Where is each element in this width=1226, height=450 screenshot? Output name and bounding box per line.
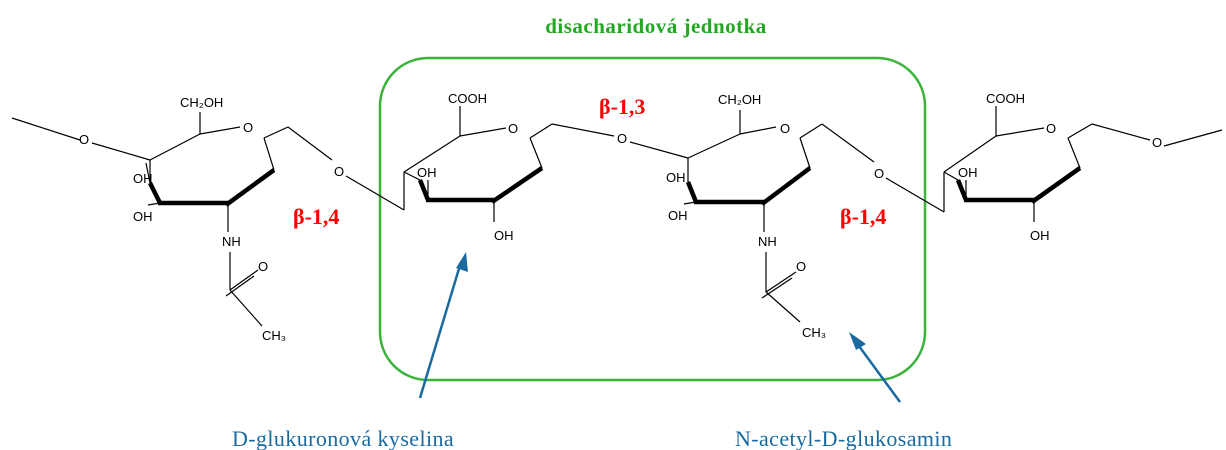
linkage-label-right: β-1,4 xyxy=(840,204,886,229)
ring-1-ring-oxygen: O xyxy=(243,120,253,135)
ring-2-cooh: COOH xyxy=(448,91,487,106)
ring-3-glucosamine: O CH₂OH OH OH NH O CH₃ xyxy=(666,92,875,340)
caption-glucuronic-acid: D-glukuronová kyselina xyxy=(232,426,454,450)
ring-1-glucosamine: O O CH₂OH OH OH NH O CH₃ xyxy=(11,95,333,343)
ring-3-oh-upper: OH xyxy=(666,170,686,185)
ring-4-glucuronic-acid: O COOH OH OH O xyxy=(943,91,1223,243)
caption-glucosamine: N-acetyl-D-glukosamin xyxy=(735,426,952,450)
linkage-label-left: β-1,4 xyxy=(293,204,339,229)
linkage-label-middle: β-1,3 xyxy=(599,94,645,119)
ring-4-ring-oxygen: O xyxy=(1046,121,1056,136)
ring-3-ch2oh: CH₂OH xyxy=(718,92,761,107)
ring-3-nh: NH xyxy=(758,234,777,249)
ring-1-nh: NH xyxy=(222,234,241,249)
ring-3-carbonyl-oxygen: O xyxy=(796,259,806,274)
linkage-oxygen-1: O xyxy=(334,164,344,179)
ring-2-oh-upper: OH xyxy=(417,165,437,180)
arrow-to-glucuronic-acid xyxy=(418,252,468,399)
ring-2-glucuronic-acid: O COOH OH OH xyxy=(403,91,615,243)
ring-1-glycosidic-oxygen: O xyxy=(79,132,89,147)
ring-1-ch3: CH₃ xyxy=(262,328,286,343)
ring-4-chain-oxygen: O xyxy=(1152,135,1162,150)
ring-3-ring-oxygen: O xyxy=(780,121,790,136)
arrow-to-glucosamine xyxy=(849,332,902,403)
ring-2-oh-lower: OH xyxy=(494,228,514,243)
ring-4-oh-lower: OH xyxy=(1030,228,1050,243)
ring-1-ch2oh: CH₂OH xyxy=(180,95,223,110)
ring-2-ring-oxygen: O xyxy=(508,121,518,136)
ring-1-oh-upper: OH xyxy=(133,171,153,186)
linkage-oxygen-3: O xyxy=(874,166,884,181)
ring-3-ch3: CH₃ xyxy=(802,325,826,340)
disaccharide-unit-title: disacharidová jednotka xyxy=(545,14,767,38)
disaccharide-unit-frame xyxy=(378,56,927,382)
ring-3-oh-lower: OH xyxy=(668,208,688,223)
ring-1-carbonyl-oxygen: O xyxy=(258,259,268,274)
ring-1-oh-lower: OH xyxy=(133,209,153,224)
linkage-oxygen-2: O xyxy=(617,131,627,146)
ring-4-oh-upper: OH xyxy=(958,165,978,180)
ring-4-cooh: COOH xyxy=(986,91,1025,106)
